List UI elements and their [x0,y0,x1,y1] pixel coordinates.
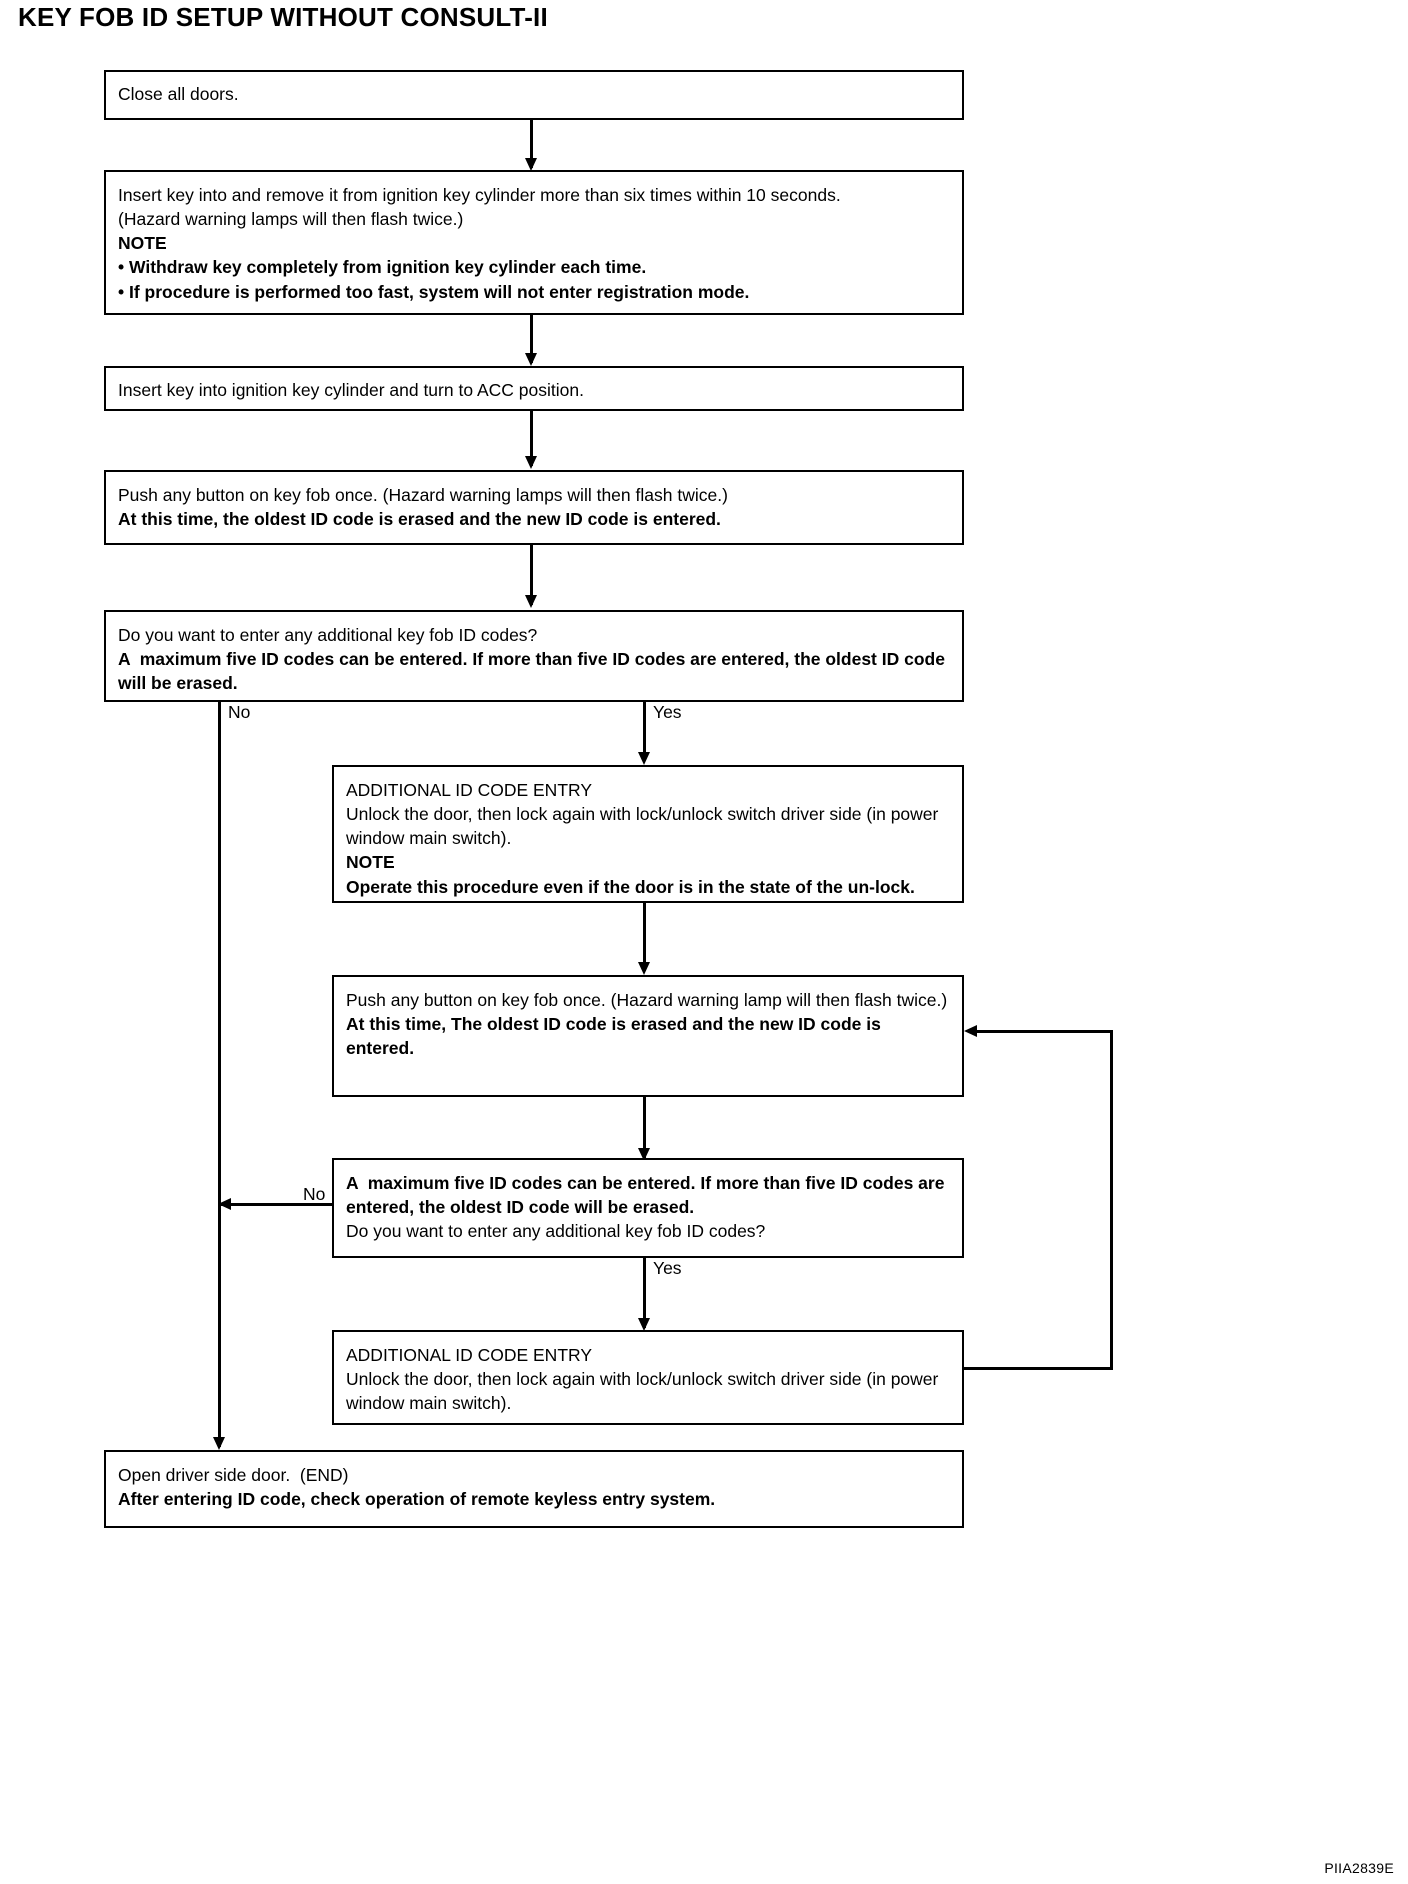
arrow-left-icon [964,1025,977,1037]
connector-1-2 [530,120,533,168]
arrow-down-icon [213,1437,225,1450]
node-note-bullet: • Withdraw key completely from ignition … [118,257,647,278]
node-line: Insert key into ignition key cylinder an… [118,380,584,400]
node-line: A maximum five ID codes can be entered. … [118,649,950,694]
node-additional-id-code-entry-2: ADDITIONAL ID CODE ENTRY Unlock the door… [332,1330,964,1425]
node-end-open-driver-door: Open driver side door. (END) After enter… [104,1450,964,1528]
node-line: Unlock the door, then lock again with lo… [346,804,944,849]
arrow-down-icon [638,1148,650,1161]
arrow-down-icon [638,752,650,765]
edge-label-decision2-yes: Yes [653,1258,682,1278]
node-line: Push any button on key fob once. (Hazard… [118,485,728,505]
node-note-bullet: • If procedure is performed too fast, sy… [118,281,750,302]
node-line: At this time, The oldest ID code is eras… [346,1014,886,1059]
node-line: Unlock the door, then lock again with lo… [346,1369,944,1414]
arrow-left-icon [218,1198,231,1210]
node-turn-acc-position: Insert key into ignition key cylinder an… [104,366,964,411]
node-heading: ADDITIONAL ID CODE ENTRY [346,1345,593,1365]
arrow-down-icon [638,962,650,975]
figure-code: PIIA2839E [1324,1860,1394,1876]
node-note-heading: NOTE [346,852,395,873]
arrow-down-icon [525,456,537,469]
arrow-down-icon [525,353,537,366]
node-line: Insert key into and remove it from ignit… [118,185,841,205]
node-line: Close all doors. [118,84,239,104]
connector-decision1-no [218,702,221,1447]
loop-bottom-segment [964,1367,1112,1370]
node-push-button-first: Push any button on key fob once. (Hazard… [104,470,964,545]
node-decision-additional-codes-2: A maximum five ID codes can be entered. … [332,1158,964,1258]
connector-2-3 [530,315,533,363]
node-heading: ADDITIONAL ID CODE ENTRY [346,780,593,800]
arrow-down-icon [638,1318,650,1331]
edge-label-decision1-no: No [228,702,251,722]
connector-6-7 [643,903,646,971]
loop-top-segment [976,1030,1112,1033]
node-line: At this time, the oldest ID code is eras… [118,509,721,530]
edge-label-decision2-no: No [303,1184,326,1204]
node-close-all-doors: Close all doors. [104,70,964,120]
connector-decision2-yes [643,1258,646,1328]
loop-right-segment [1110,1030,1113,1370]
connector-decision1-yes [643,702,646,760]
arrow-down-icon [525,595,537,608]
node-line: A maximum five ID codes can be entered. … [346,1173,950,1218]
connector-4-5 [530,545,533,605]
node-decision-additional-codes-1: Do you want to enter any additional key … [104,610,964,702]
node-line: (Hazard warning lamps will then flash tw… [118,209,464,230]
node-line: After entering ID code, check operation … [118,1489,716,1510]
node-line: Push any button on key fob once. (Hazard… [346,990,948,1010]
node-note-body: Operate this procedure even if the door … [346,876,915,897]
node-line: Do you want to enter any additional key … [118,625,538,645]
connector-decision2-no [218,1203,332,1206]
connector-3-4 [530,411,533,466]
edge-label-decision1-yes: Yes [653,702,682,722]
connector-7-8 [643,1097,646,1159]
node-additional-id-code-entry-1: ADDITIONAL ID CODE ENTRY Unlock the door… [332,765,964,903]
node-note-heading: NOTE [118,233,167,254]
node-line: Do you want to enter any additional key … [346,1221,766,1242]
node-push-button-second: Push any button on key fob once. (Hazard… [332,975,964,1097]
arrow-down-icon [525,158,537,171]
node-insert-remove-key: Insert key into and remove it from ignit… [104,170,964,315]
node-line: Open driver side door. (END) [118,1465,349,1485]
page-title: KEY FOB ID SETUP WITHOUT CONSULT-II [18,2,548,32]
